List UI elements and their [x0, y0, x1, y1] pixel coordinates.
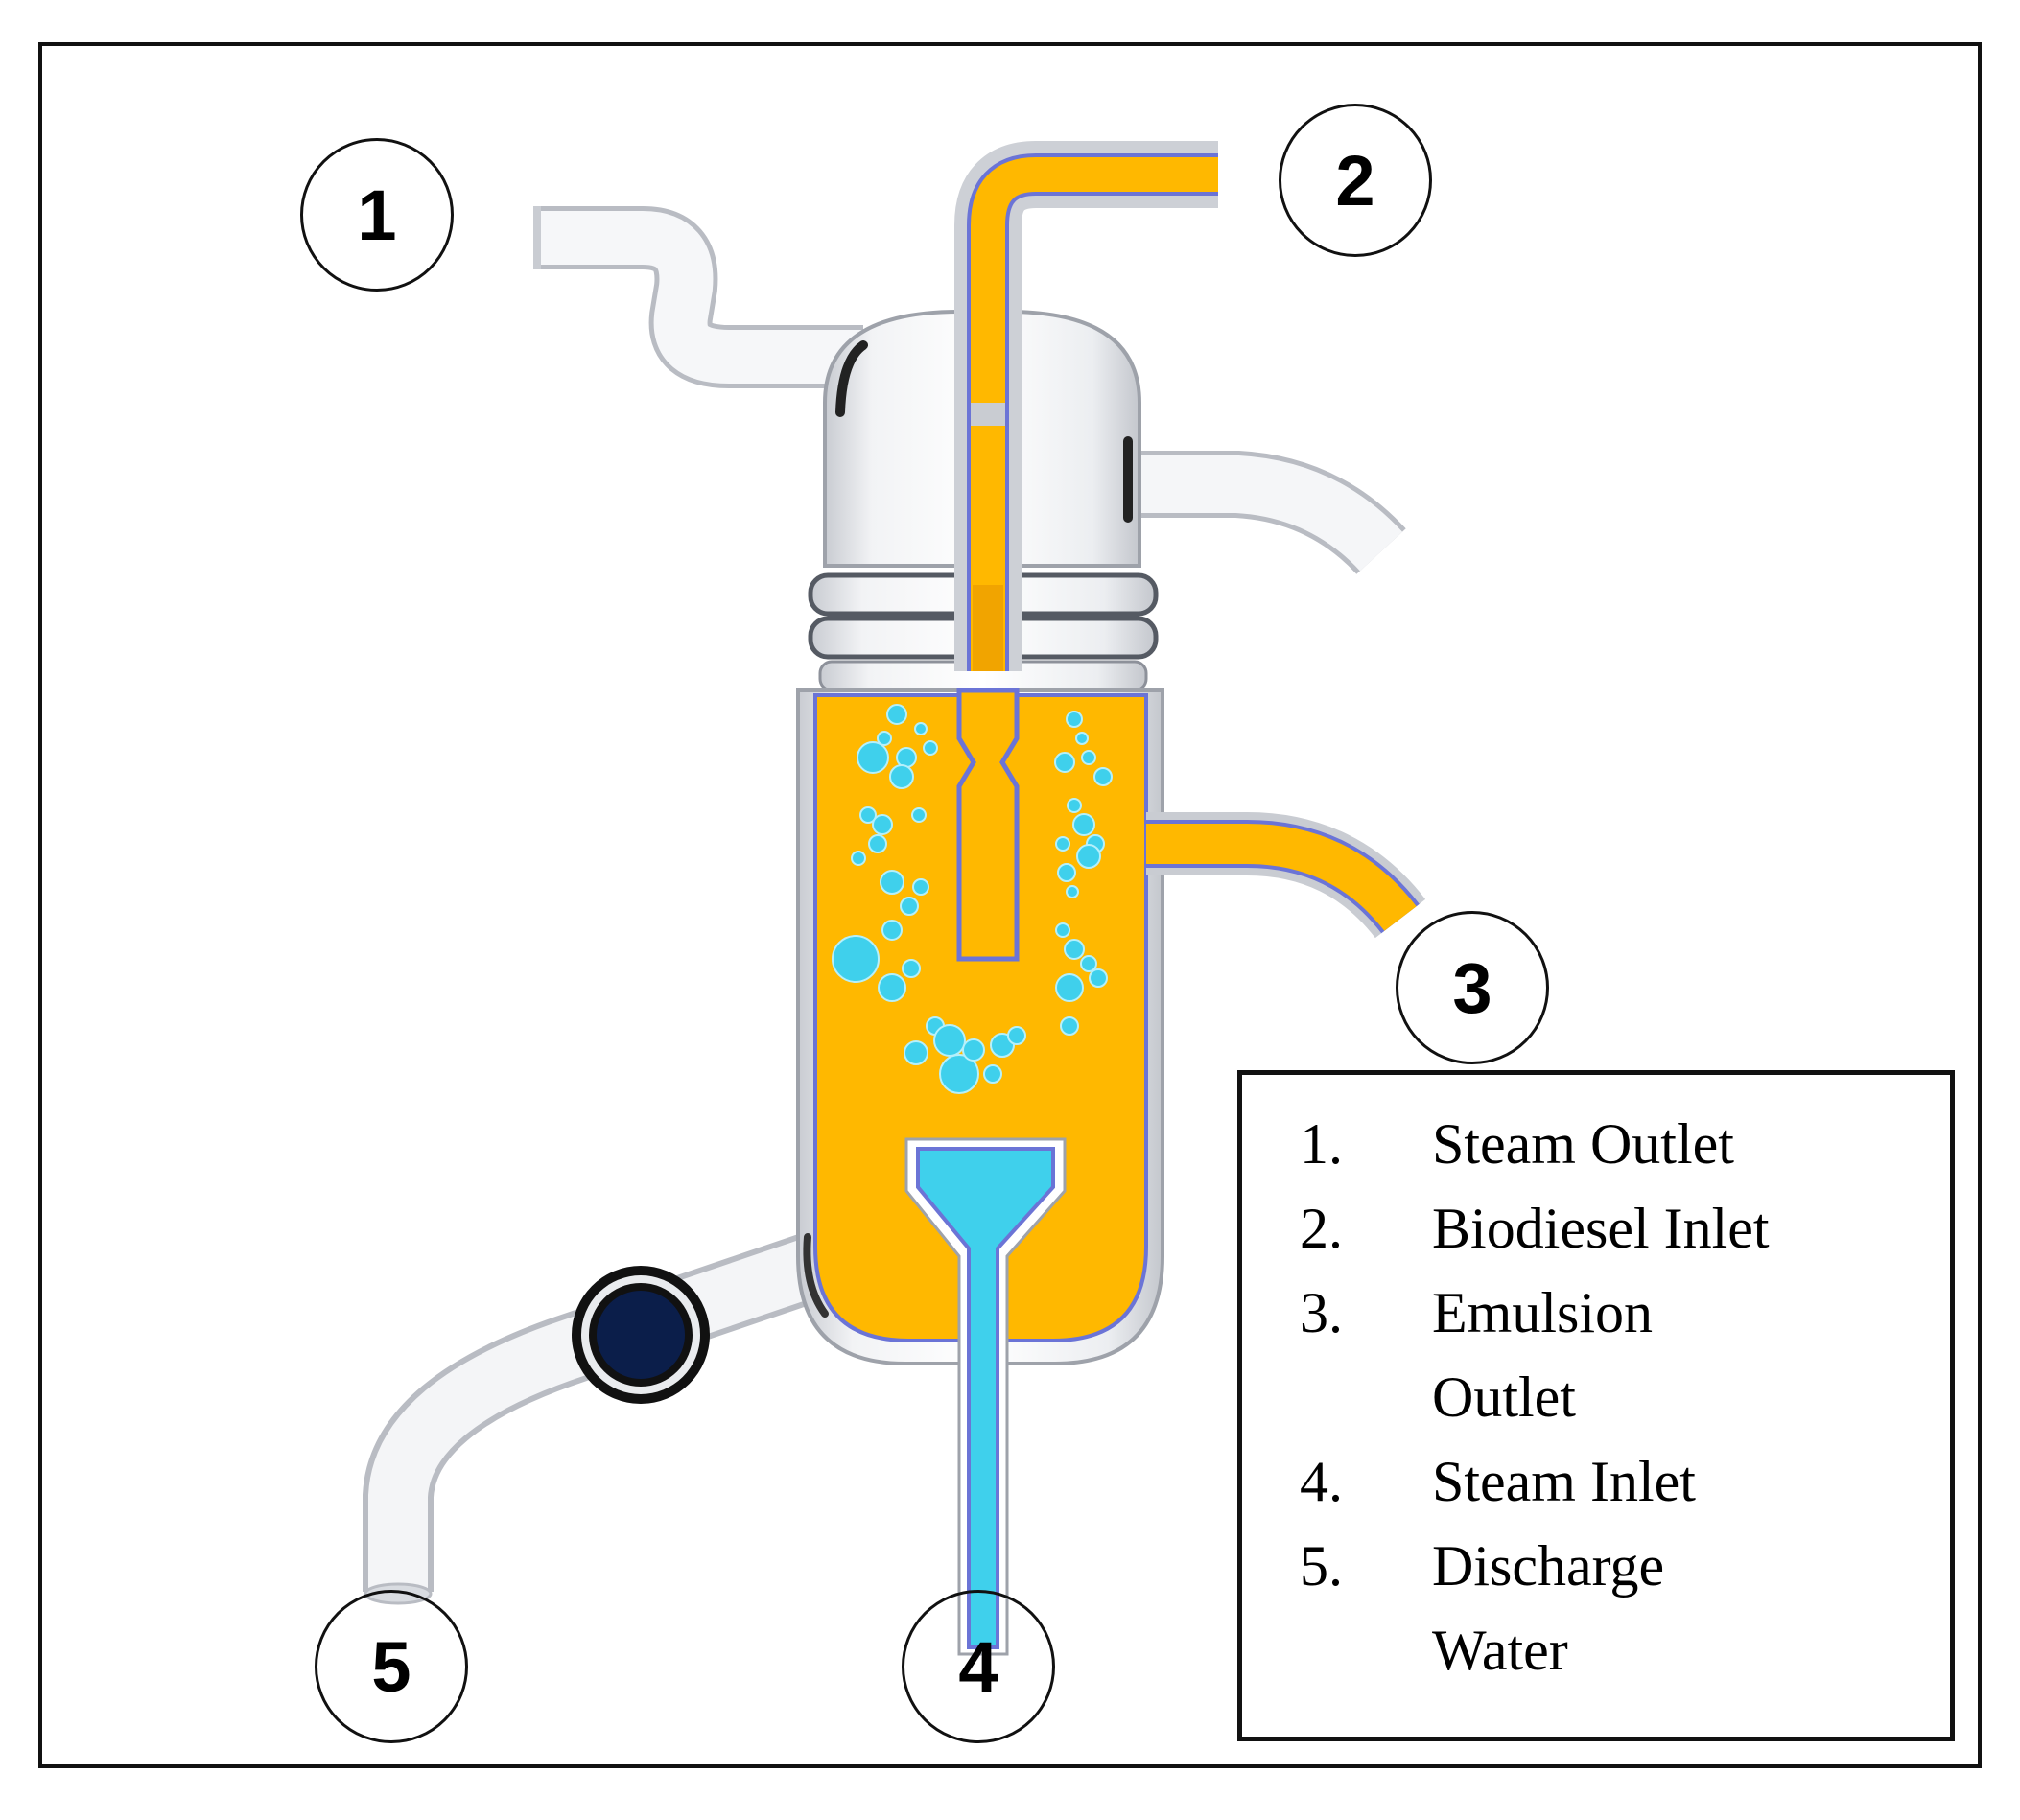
legend-number: 1.	[1300, 1112, 1343, 1176]
legend-item-2: 2. Biodiesel Inlet	[1300, 1186, 1921, 1271]
emulsion-outlet-pipe	[1146, 812, 1426, 939]
legend-label: Steam Inlet	[1432, 1450, 1696, 1513]
callout-5: 5	[315, 1590, 468, 1743]
legend-label: Steam Outlet	[1432, 1112, 1734, 1176]
legend-number: 5.	[1300, 1534, 1343, 1598]
callout-3: 3	[1396, 911, 1549, 1064]
legend-label: Emulsion Outlet	[1432, 1281, 1654, 1429]
legend-item-1: 1. Steam Outlet	[1300, 1102, 1921, 1186]
callout-4: 4	[902, 1590, 1055, 1743]
steam-inlet-nozzle	[904, 1137, 1067, 1656]
steam-outlet-pipe	[533, 206, 863, 388]
legend-box: 1. Steam Outlet 2. Biodiesel Inlet 3. Em…	[1237, 1070, 1955, 1741]
legend-item-5: 5. Discharge Water	[1300, 1524, 1921, 1692]
discharge-valve	[572, 1266, 710, 1404]
legend-number: 2.	[1300, 1197, 1343, 1260]
legend-number: 3.	[1300, 1281, 1343, 1344]
legend-label: Discharge Water	[1432, 1534, 1665, 1682]
biodiesel-inlet-pipe	[954, 141, 1218, 962]
steam-bubbles	[832, 704, 1113, 1094]
legend-label: Biodiesel Inlet	[1432, 1197, 1770, 1260]
legend-item-4: 4. Steam Inlet	[1300, 1439, 1921, 1524]
callout-2: 2	[1279, 104, 1432, 257]
callout-1: 1	[300, 138, 454, 292]
legend-item-3: 3. Emulsion Outlet	[1300, 1271, 1921, 1439]
legend-number: 4.	[1300, 1450, 1343, 1513]
cap-right-pipe	[1122, 451, 1406, 575]
